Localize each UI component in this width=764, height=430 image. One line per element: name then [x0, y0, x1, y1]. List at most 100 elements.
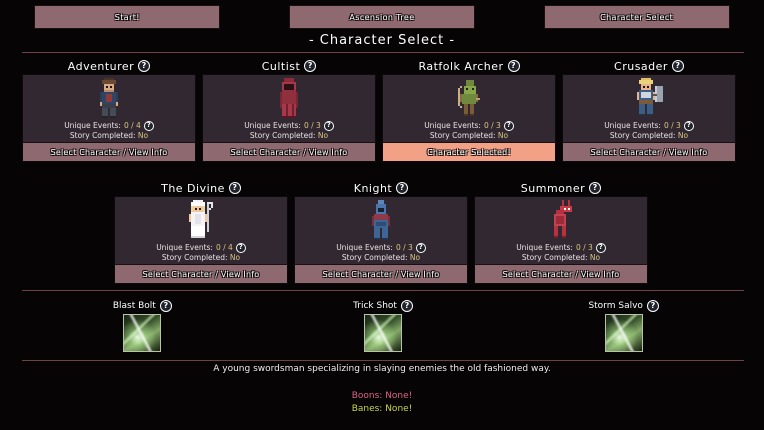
nav-start-button[interactable]: Start!	[34, 5, 221, 29]
character-stats: Unique Events: 0 / 3 ? Story Completed: …	[475, 243, 647, 263]
character-stats: Unique Events: 0 / 4 ? Story Completed: …	[115, 243, 287, 263]
skill-name: Storm Salvo	[588, 301, 643, 311]
unique-events-value: 0 / 3	[303, 121, 321, 130]
story-completed-value: No	[497, 131, 509, 140]
character-card-ratfolk-archer: Ratfolk Archer ?	[382, 58, 556, 162]
character-name-label: Ratfolk Archer	[418, 59, 504, 73]
help-icon[interactable]: ?	[646, 300, 659, 312]
select-character-button[interactable]: Select Character / View Info	[295, 264, 467, 283]
character-stats: Unique Events: 0 / 3 ? Story Completed: …	[383, 121, 555, 141]
character-card-body[interactable]: Unique Events: 0 / 3 ? Story Completed: …	[382, 74, 556, 162]
skill-label: Trick Shot ?	[353, 300, 413, 312]
nav-ascension-tree-label: Ascension Tree	[349, 12, 415, 22]
help-icon[interactable]: ?	[589, 182, 602, 194]
help-icon[interactable]: ?	[228, 182, 241, 194]
nav-character-select-label: Character Select	[600, 12, 674, 22]
select-character-button[interactable]: Select Character / View Info	[563, 142, 735, 161]
unique-events-value: 0 / 4	[215, 243, 233, 252]
story-completed-value: No	[409, 253, 421, 262]
skill-name: Blast Bolt	[112, 301, 156, 311]
help-icon[interactable]: ?	[683, 121, 694, 131]
character-card-body[interactable]: Unique Events: 0 / 3 ? Story Completed: …	[562, 74, 736, 162]
help-icon[interactable]: ?	[235, 243, 246, 253]
unique-events-value: 0 / 3	[663, 121, 681, 130]
select-character-label: Select Character / View Info	[142, 269, 260, 279]
select-character-button[interactable]: Select Character / View Info	[115, 264, 287, 283]
help-icon[interactable]: ?	[415, 243, 426, 253]
nav-ascension-tree-button[interactable]: Ascension Tree	[288, 5, 475, 29]
story-completed-value: No	[317, 131, 329, 140]
trick-shot-icon[interactable]	[364, 314, 402, 352]
story-completed-value: No	[229, 253, 241, 262]
character-grid-row-2: The Divine ?	[114, 180, 648, 284]
ratfolk-archer-sprite	[458, 80, 480, 116]
help-icon[interactable]: ?	[323, 121, 334, 131]
nav-character-select-button[interactable]: Character Select	[543, 5, 730, 29]
character-card-knight: Knight ?	[294, 180, 468, 284]
character-card-body[interactable]: Unique Events: 0 / 3 ? Story Completed: …	[202, 74, 376, 162]
cultist-sprite	[280, 78, 298, 118]
character-card-body[interactable]: Unique Events: 0 / 3 ? Story Completed: …	[294, 196, 468, 284]
story-completed-label: Story Completed:	[161, 253, 228, 262]
character-card-body[interactable]: Unique Events: 0 / 4 ? Story Completed: …	[22, 74, 196, 162]
skill-label: Storm Salvo ?	[588, 300, 659, 312]
character-card-body[interactable]: Unique Events: 0 / 3 ? Story Completed: …	[474, 196, 648, 284]
help-icon[interactable]: ?	[400, 300, 413, 312]
help-icon[interactable]: ?	[143, 121, 154, 131]
help-icon[interactable]: ?	[138, 60, 151, 72]
help-icon[interactable]: ?	[304, 60, 317, 72]
skill-trick-shot: Trick Shot ?	[263, 300, 504, 352]
select-character-label: Select Character / View Info	[502, 269, 620, 279]
select-character-button[interactable]: Select Character / View Info	[475, 264, 647, 283]
select-character-label: Select Character / View Info	[590, 147, 708, 157]
select-character-label: Select Character / View Info	[230, 147, 348, 157]
character-sprite-crusader	[563, 75, 735, 121]
select-character-button[interactable]: Select Character / View Info	[23, 142, 195, 161]
select-character-label: Select Character / View Info	[50, 147, 168, 157]
character-card-summoner: Summoner ?	[474, 180, 648, 284]
character-card-cultist: Cultist ?	[202, 58, 376, 162]
character-title-knight: Knight ?	[294, 180, 468, 196]
character-name-label: Adventurer	[67, 59, 135, 73]
character-card-body[interactable]: Unique Events: 0 / 4 ? Story Completed: …	[114, 196, 288, 284]
storm-salvo-icon[interactable]	[604, 314, 643, 352]
banes-line: Banes: None!	[351, 404, 413, 414]
skill-name: Trick Shot	[353, 301, 397, 311]
story-completed-label: Story Completed:	[249, 131, 316, 140]
story-completed-label: Story Completed:	[429, 131, 496, 140]
unique-events-value: 0 / 3	[395, 243, 413, 252]
character-card-the-divine: The Divine ?	[114, 180, 288, 284]
character-grid-row-1: Adventurer ?	[22, 58, 736, 162]
summoner-sprite	[554, 200, 572, 238]
skills-bar: Blast Bolt ? Trick Shot ? Storm Salvo ?	[22, 300, 744, 352]
story-completed-value: No	[137, 131, 149, 140]
story-completed-label: Story Completed:	[521, 253, 588, 262]
help-icon[interactable]: ?	[503, 121, 514, 131]
help-icon[interactable]: ?	[507, 60, 520, 72]
nav-start-label: Start!	[114, 12, 140, 22]
unique-events-label: Unique Events:	[156, 243, 213, 252]
character-selected-button[interactable]: Character Selected!	[383, 142, 555, 161]
skill-storm-salvo: Storm Salvo ?	[503, 300, 744, 352]
character-name-label: Knight	[353, 181, 393, 195]
story-completed-label: Story Completed:	[609, 131, 676, 140]
help-icon[interactable]: ?	[595, 243, 606, 253]
character-title-summoner: Summoner ?	[474, 180, 648, 196]
character-title-crusader: Crusader ?	[562, 58, 736, 74]
help-icon[interactable]: ?	[159, 300, 172, 312]
adventurer-sprite	[100, 78, 118, 118]
unique-events-value: 0 / 3	[483, 121, 501, 130]
top-navigation-bar: Start! Ascension Tree Character Select	[0, 4, 764, 30]
character-sprite-adventurer	[23, 75, 195, 121]
character-title-cultist: Cultist ?	[202, 58, 376, 74]
story-completed-value: No	[677, 131, 689, 140]
character-name-label: The Divine	[161, 181, 225, 195]
blast-bolt-icon[interactable]	[123, 314, 162, 352]
help-icon[interactable]: ?	[396, 182, 409, 194]
divider-description-top	[22, 360, 744, 361]
help-icon[interactable]: ?	[671, 60, 684, 72]
character-title-ratfolk-archer: Ratfolk Archer ?	[382, 58, 556, 74]
select-character-button[interactable]: Select Character / View Info	[203, 142, 375, 161]
crusader-sprite	[637, 78, 663, 116]
